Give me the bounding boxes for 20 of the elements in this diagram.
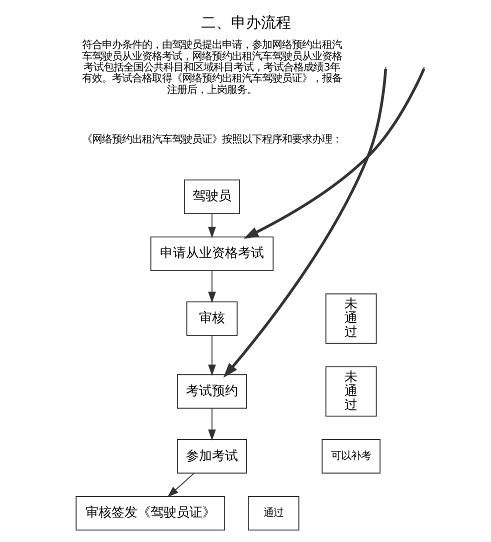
diagram-title: 二、申办流程 bbox=[200, 14, 290, 32]
label: 《网络预约出租汽车驾驶员证》按照以下程序和要求办理： bbox=[81, 133, 342, 146]
node-box: 可以补考 bbox=[321, 439, 380, 474]
node-box: 申请从业资格考试 bbox=[150, 236, 274, 271]
arrow bbox=[208, 213, 216, 238]
arrow bbox=[166, 472, 194, 498]
node-box: 参加考试 bbox=[176, 439, 246, 474]
node-box: 通过 bbox=[247, 496, 299, 531]
arrow bbox=[208, 335, 216, 376]
node-box: 驾驶员 bbox=[183, 180, 240, 214]
arrow bbox=[222, 68, 387, 378]
node-box: 审核 bbox=[186, 301, 238, 336]
arrow bbox=[208, 408, 216, 441]
node-box: 审核签发《驾驶员证》 bbox=[75, 496, 225, 531]
node-box: 未通过 bbox=[324, 293, 376, 344]
arrow bbox=[243, 68, 425, 239]
node-box: 考试预约 bbox=[176, 374, 246, 409]
node-box: 未通过 bbox=[324, 366, 376, 417]
arrow bbox=[208, 270, 216, 303]
label: 符合申办条件的，由驾驶员提出申请，参加网络预约出租汽车驾驶员从业资格考试，网络预约出租汽车驾驶员从业资格考试包括全国公共科目和区域科目考试，考试合格成绩3年有效。考试合格取得《网络预约出租汽车驾驶员证》，报备注册后，上岗服务。 bbox=[81, 39, 342, 96]
